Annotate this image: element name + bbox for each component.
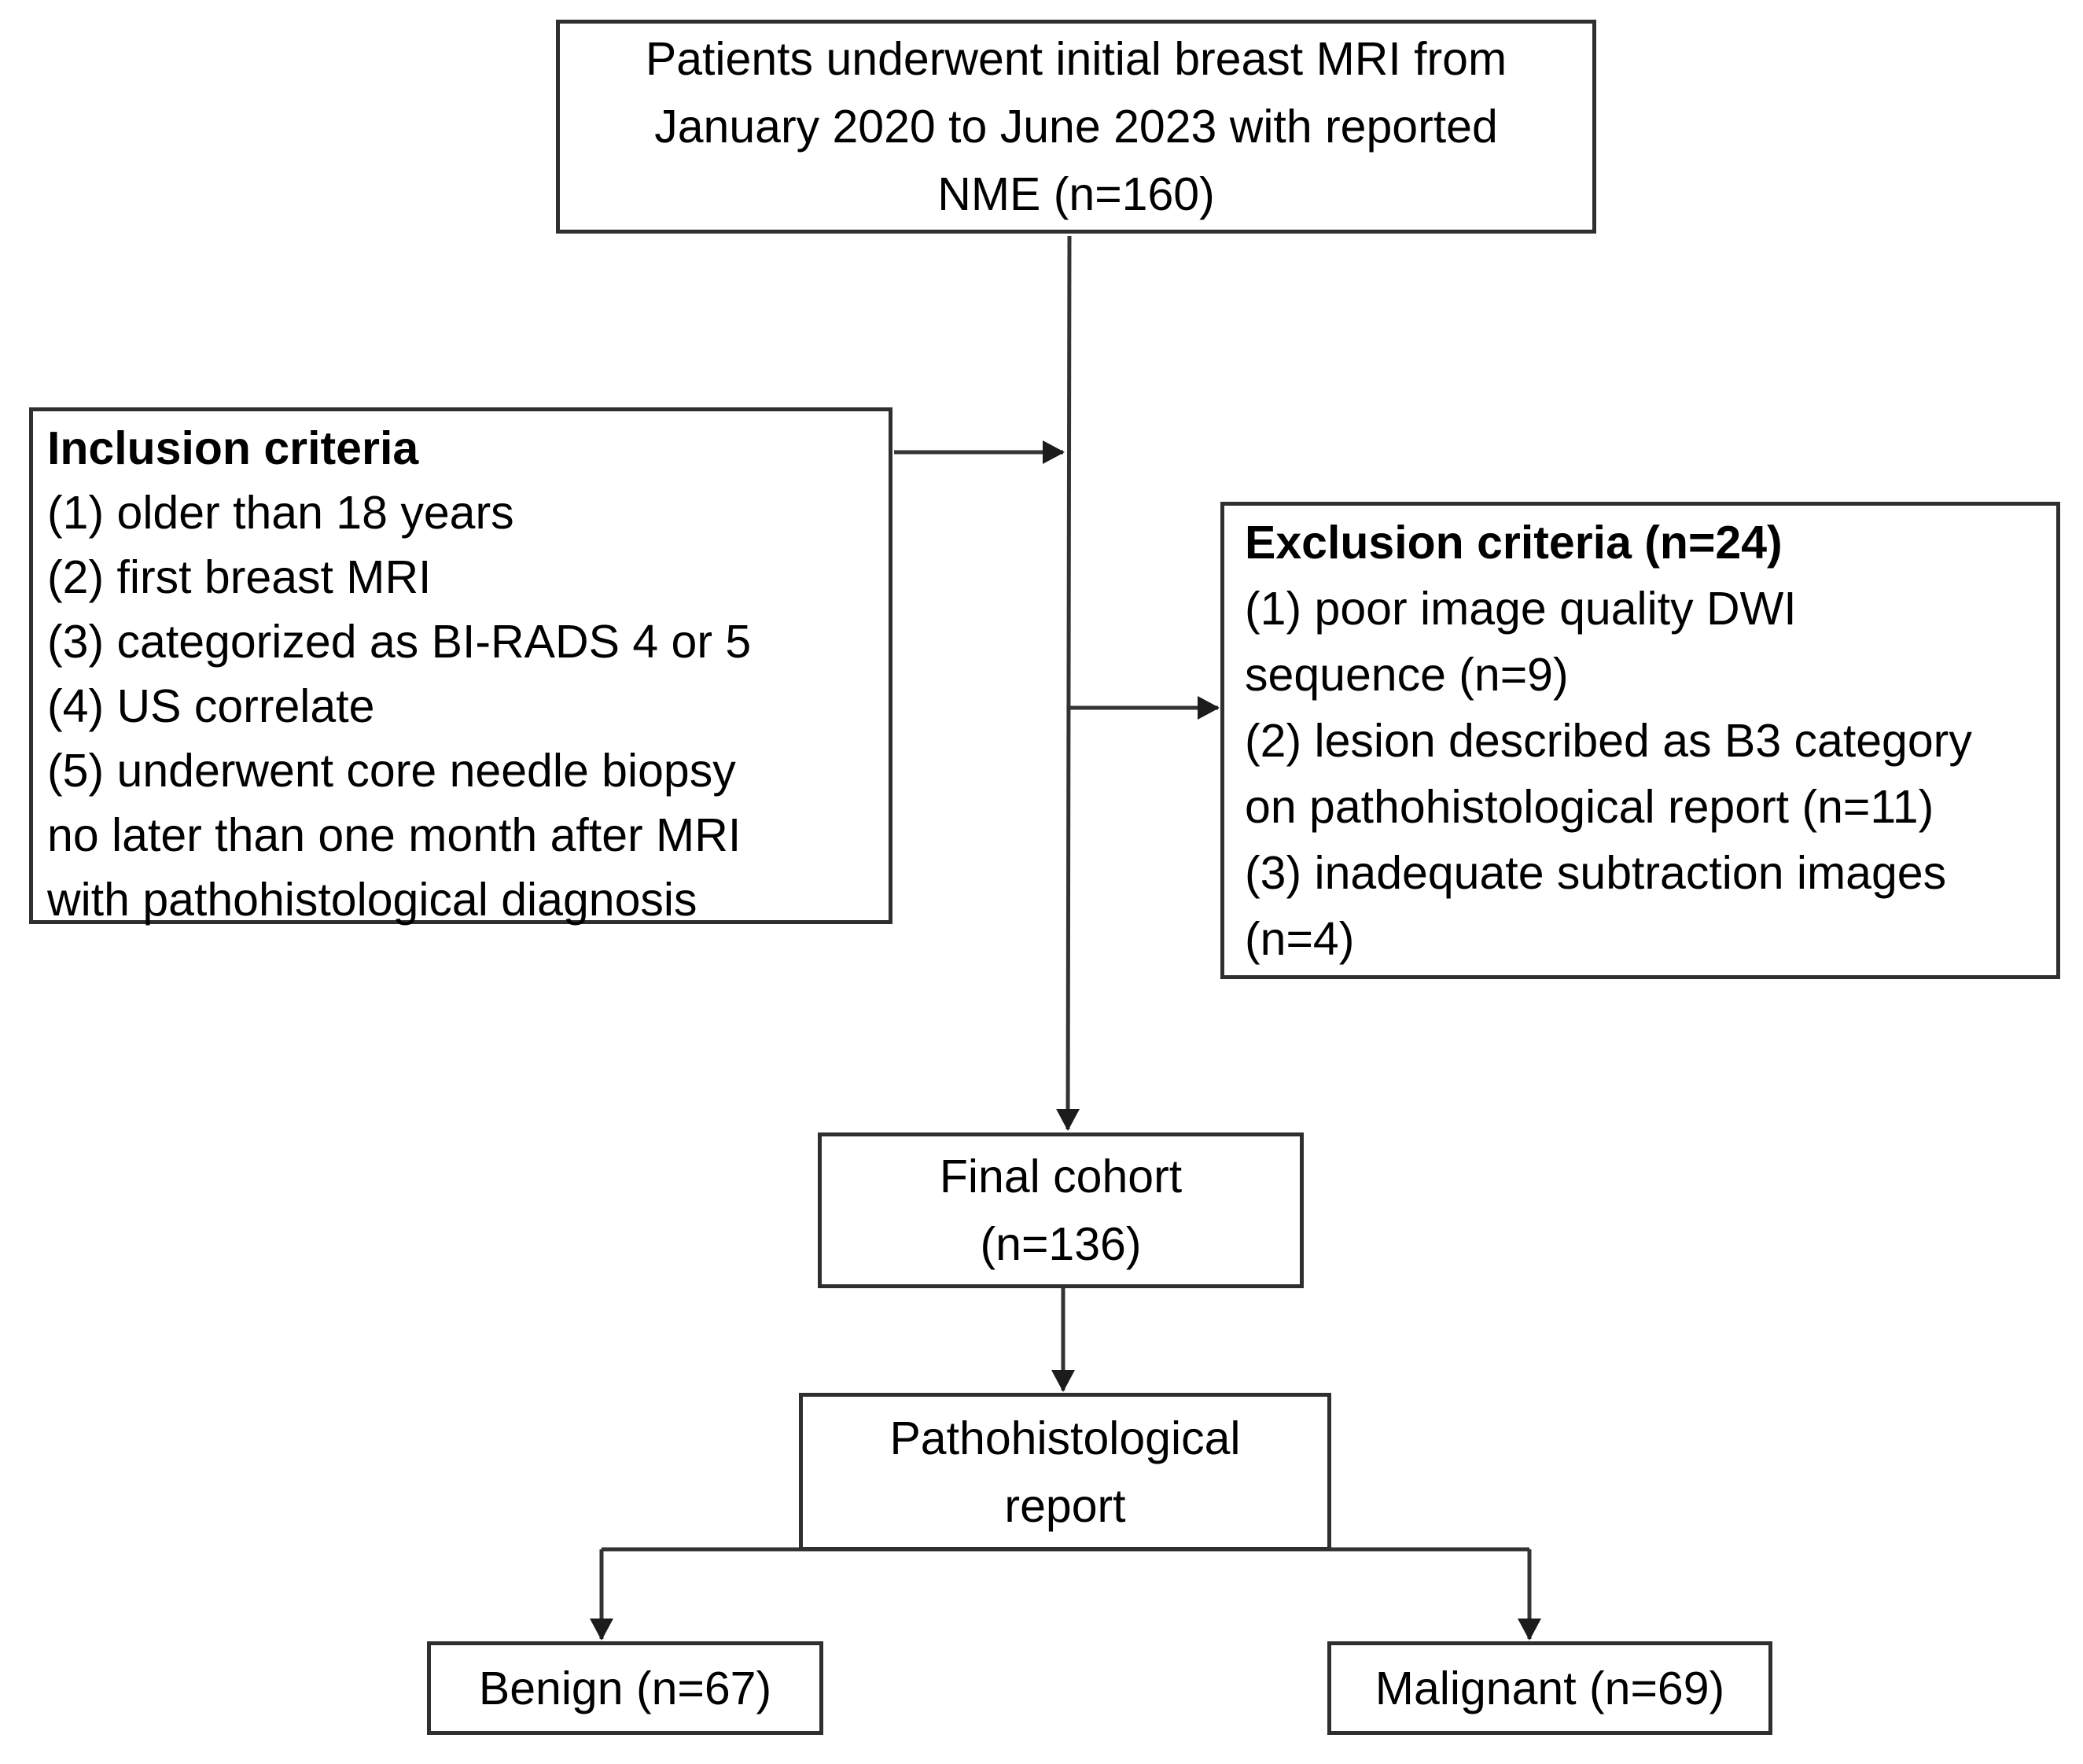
arrow-top-to-final-cohort bbox=[1056, 235, 1080, 1131]
box-final-cohort: Final cohort (n=136) bbox=[818, 1132, 1304, 1288]
exclusion-criteria-title: Exclusion criteria (n=24) bbox=[1245, 516, 1783, 569]
inclusion-criteria-list: (1) older than 18 years (2) first breast… bbox=[47, 487, 752, 926]
inclusion-criteria-title: Inclusion criteria bbox=[47, 422, 419, 474]
exclusion-criteria-list: (1) poor image quality DWI sequence (n=9… bbox=[1245, 582, 1972, 965]
box-exclusion-criteria: Exclusion criteria (n=24) (1) poor image… bbox=[1220, 502, 2060, 979]
pathohistological-report-text: Pathohistological report bbox=[889, 1412, 1241, 1532]
box-inclusion-criteria: Inclusion criteria (1) older than 18 yea… bbox=[29, 407, 892, 926]
initial-patients-text: Patients underwent initial breast MRI fr… bbox=[645, 33, 1507, 220]
benign-text: Benign (n=67) bbox=[478, 1662, 772, 1714]
box-pathohistological-report: Pathohistological report bbox=[799, 1393, 1331, 1551]
malignant-text: Malignant (n=69) bbox=[1375, 1662, 1725, 1714]
box-initial-patients: Patients underwent initial breast MRI fr… bbox=[556, 20, 1596, 234]
box-benign: Benign (n=67) bbox=[427, 1641, 823, 1735]
final-cohort-text: Final cohort (n=136) bbox=[939, 1151, 1183, 1270]
box-malignant: Malignant (n=69) bbox=[1327, 1641, 1772, 1735]
